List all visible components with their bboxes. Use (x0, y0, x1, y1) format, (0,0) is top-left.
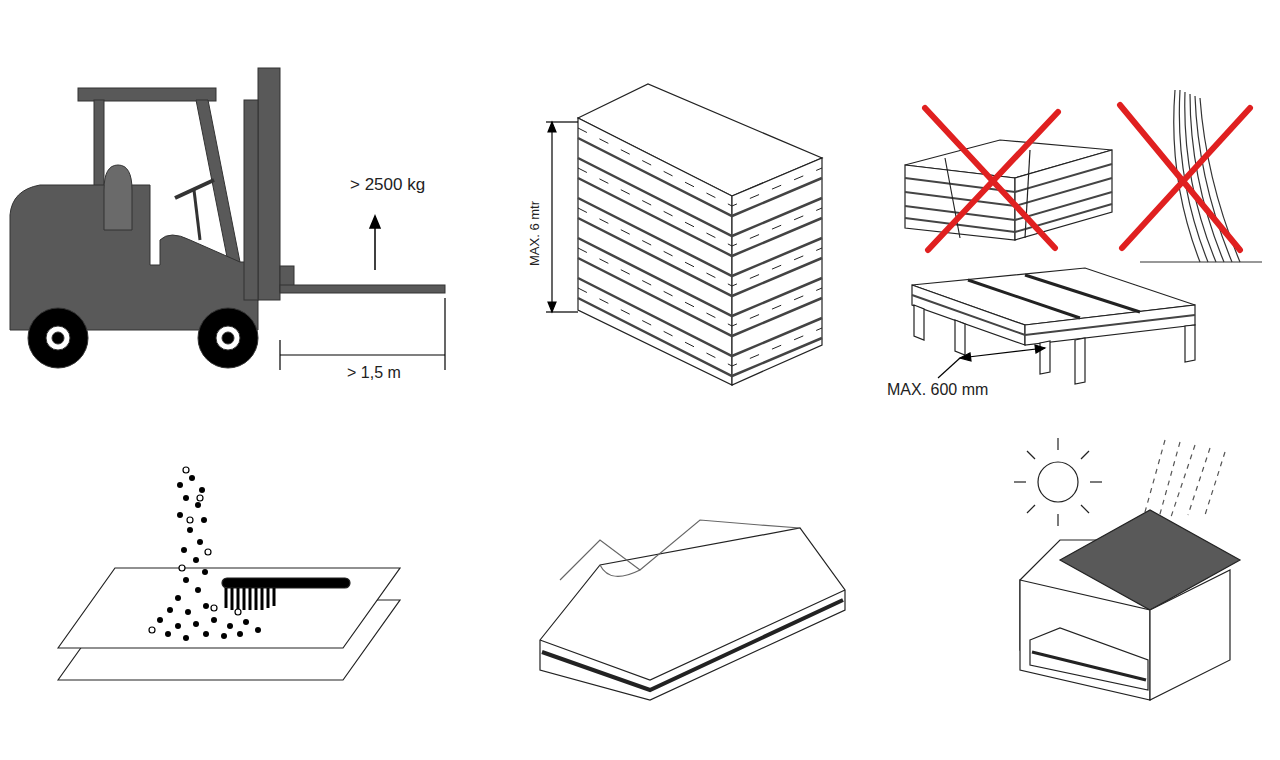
prohibition-cross (925, 105, 1250, 250)
load-arrow (370, 216, 380, 270)
shelter (1014, 438, 1240, 700)
dimension-label: > 2500 kg (348, 176, 427, 195)
dimension-label: MAX. 6 mtr (528, 199, 542, 268)
dimension-label: MAX. 600 mm (885, 381, 990, 399)
panel-stack (578, 84, 822, 385)
panel-cleaning (58, 467, 400, 680)
wrong-stack (905, 140, 1112, 240)
dimension-label: > 1,5 m (345, 364, 403, 382)
correct-stack (912, 268, 1195, 384)
spacing-dimension (938, 345, 1045, 378)
wrapped-package (540, 520, 845, 700)
reach-dimension (280, 298, 445, 370)
forklift (10, 68, 445, 368)
height-dimension (546, 122, 578, 312)
